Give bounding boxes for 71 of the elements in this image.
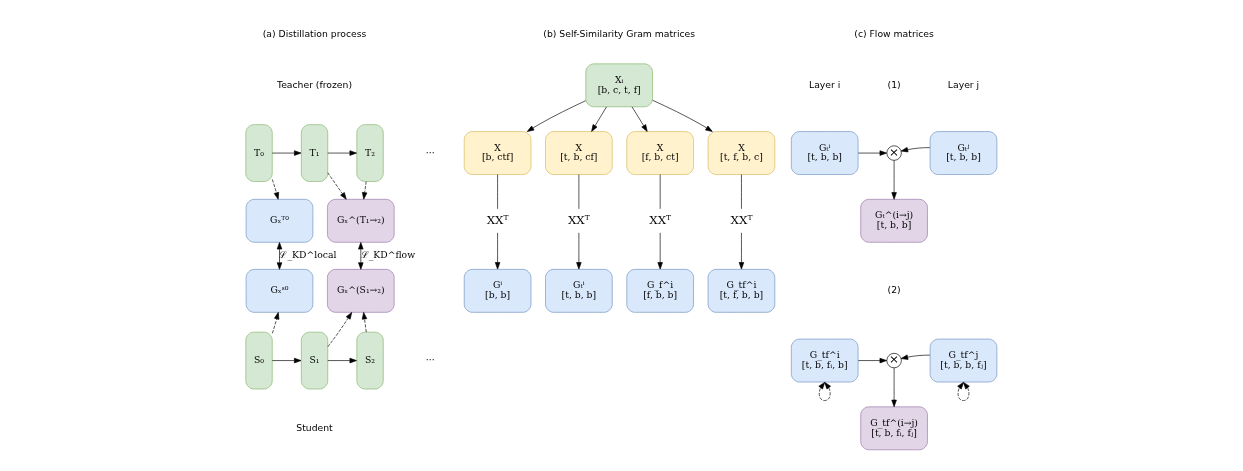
- label: (1): [887, 78, 901, 90]
- label: (c) Flow matrices: [854, 27, 934, 39]
- arrow: [576, 232, 582, 269]
- node-box: Gⁱ [b, b]: [463, 268, 532, 313]
- arrow: [858, 357, 887, 363]
- node-box: S₂: [356, 331, 384, 389]
- node-box: G_tf^i [t, f, b, b]: [707, 268, 776, 313]
- arrow: [327, 149, 357, 156]
- arrow: [738, 232, 745, 269]
- node-box: Gₜⁱ [t, b, b]: [791, 130, 859, 175]
- arrow: [271, 357, 302, 363]
- arrow: [652, 99, 713, 132]
- node-box: G_tf^j [t, b, b, fⱼ]: [929, 338, 998, 382]
- node-box: G_f^i [f, b, b]: [626, 268, 694, 313]
- label: Layer i: [809, 78, 841, 90]
- label: ···: [425, 353, 435, 365]
- arrow: [271, 178, 280, 200]
- node-circle: ×: [886, 144, 902, 161]
- arrow: [891, 159, 897, 200]
- node-box: X [b, ctf]: [463, 130, 532, 175]
- label: ···: [425, 146, 435, 158]
- label: (2): [887, 283, 901, 295]
- node-circle: ×: [886, 352, 902, 368]
- arrow: [362, 180, 368, 199]
- node-text: XXᵀ: [567, 212, 590, 227]
- arrow: [900, 146, 931, 152]
- node-box: T₀: [245, 123, 273, 182]
- node-box: Gₜʲ [t, b, b]: [929, 130, 998, 175]
- arrow: [818, 381, 831, 401]
- arrow: [591, 106, 607, 132]
- node-text: XXᵀ: [730, 212, 753, 227]
- node-box: G_tf^i [t, b, fᵢ, b]: [791, 338, 859, 382]
- arrow: [891, 367, 897, 407]
- node-box: X [t, b, cf]: [545, 130, 613, 175]
- label: (a) Distillation process: [262, 27, 367, 39]
- node-box: Xᵢ [b, c, t, f]: [585, 63, 653, 107]
- arrow: [276, 241, 283, 270]
- node-box: S₁: [301, 331, 329, 389]
- node-box: Gₓ^(S₁→₂): [327, 268, 395, 313]
- label: Student: [296, 421, 333, 433]
- arrow: [657, 232, 663, 269]
- node-box: Gₓˢ⁰: [245, 268, 314, 313]
- arrow: [327, 171, 347, 200]
- node-box: Gₜ^(i→j) [t, b, b]: [860, 198, 928, 243]
- label: (b) Self-Similarity Gram matrices: [543, 27, 696, 39]
- arrow: [631, 106, 648, 132]
- arrow: [526, 99, 586, 132]
- node-box: T₂: [356, 123, 384, 182]
- arrow: [271, 149, 302, 156]
- arrow: [361, 311, 368, 332]
- arrow: [900, 354, 931, 360]
- node-box: G_tf^(i→j) [t, b, fᵢ, fⱼ]: [860, 406, 928, 450]
- node-box: T₁: [301, 123, 329, 182]
- arrow: [272, 311, 280, 334]
- arrow: [327, 357, 357, 363]
- node-box: X [t, f, b, c]: [707, 130, 776, 175]
- arrow: [858, 149, 887, 156]
- node-box: X [f, b, ct]: [626, 130, 694, 175]
- arrow: [327, 311, 353, 347]
- arrow: [494, 232, 501, 269]
- edge-label: ℒ_KD^flow: [360, 248, 416, 260]
- node-text: XXᵀ: [649, 212, 672, 227]
- node-text: XXᵀ: [486, 212, 509, 227]
- arrow: [957, 381, 970, 401]
- node-box: Gₓ^(T₁→₂): [327, 198, 395, 243]
- label: Layer j: [947, 78, 980, 90]
- node-box: S₀: [245, 331, 273, 389]
- node-box: Gₓᵀ⁰: [245, 198, 314, 243]
- label: Teacher (frozen): [277, 78, 353, 90]
- node-box: Gₜⁱ [t, b, b]: [545, 268, 613, 313]
- arrow: [358, 241, 364, 270]
